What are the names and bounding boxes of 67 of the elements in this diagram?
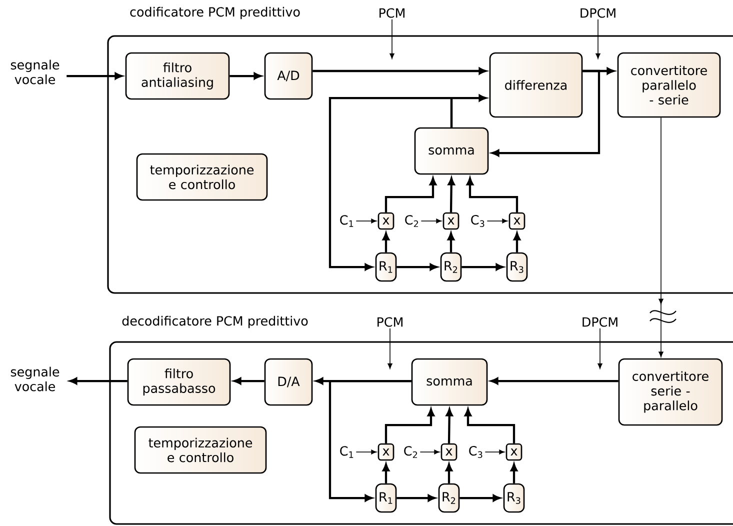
arrow [356,450,377,454]
arrow [312,68,486,74]
register-box: R$_{1}$ [375,483,397,513]
arrow [490,378,618,384]
process-box: convertitore serie - parallelo [618,358,723,426]
arrow [328,380,412,502]
arrow [328,96,453,270]
process-box: filtro antialiasing [125,52,230,100]
arrow [658,117,664,358]
arrow [396,494,436,502]
arrow [420,450,440,454]
arrow [382,232,390,252]
arrow [234,378,264,384]
arrow [390,19,394,59]
process-box: D/A [264,358,313,406]
arrow [448,232,454,252]
arrow [460,494,500,502]
arrow [230,72,262,80]
arrow [486,218,508,224]
arrow [464,408,516,444]
process-box: somma [414,127,489,175]
process-box: differenza [489,52,583,118]
arrow [356,218,377,224]
signal-label: segnale vocale [10,366,60,392]
arrow [510,464,518,484]
register-box: R$_{1}$ [375,252,397,282]
register-box: R$_{3}$ [503,483,525,513]
arrow [448,178,455,212]
arrow [384,178,436,212]
multiplier-box: x [378,212,394,230]
arrow [492,70,600,156]
coefficient-label: C$_{2}$ [405,215,418,227]
arrow [462,264,504,270]
arrow [388,328,392,369]
multiplier-box: x [508,212,526,230]
multiplier-box: x [440,443,458,461]
arrow [420,218,442,224]
coefficient-label: C$_{1}$ [340,215,354,227]
process-box: temporizzazione e controllo [134,426,267,474]
arrow [66,72,122,80]
arrow [596,19,600,59]
coefficient-label: C$_{2}$ [404,446,418,458]
process-box: A/D [264,52,313,100]
arrow [396,264,438,270]
register-box: R$_{2}$ [440,252,462,282]
arrow [514,232,520,252]
coefficient-label: C$_{3}$ [471,215,484,227]
arrow [446,408,453,444]
arrow [382,464,390,484]
coefficient-label: C$_{1}$ [340,446,354,458]
register-box: R$_{2}$ [438,483,460,513]
arrow [598,328,602,369]
process-box: temporizzazione e controllo [136,153,268,201]
multiplier-box: x [442,212,460,230]
arrow [446,464,452,484]
process-box: filtro passabasso [127,358,231,406]
multiplier-box: x [506,443,522,461]
arrow [466,178,518,212]
signal-label: segnale vocale [10,60,60,84]
arrow [70,378,128,384]
process-box: convertitore parallelo - serie [617,52,721,118]
process-box: somma [411,358,488,406]
arrow [484,450,505,454]
multiplier-box: x [378,443,394,461]
register-box: R$_{3}$ [506,252,528,282]
coefficient-label: C$_{3}$ [469,446,482,458]
arrow [384,408,434,444]
